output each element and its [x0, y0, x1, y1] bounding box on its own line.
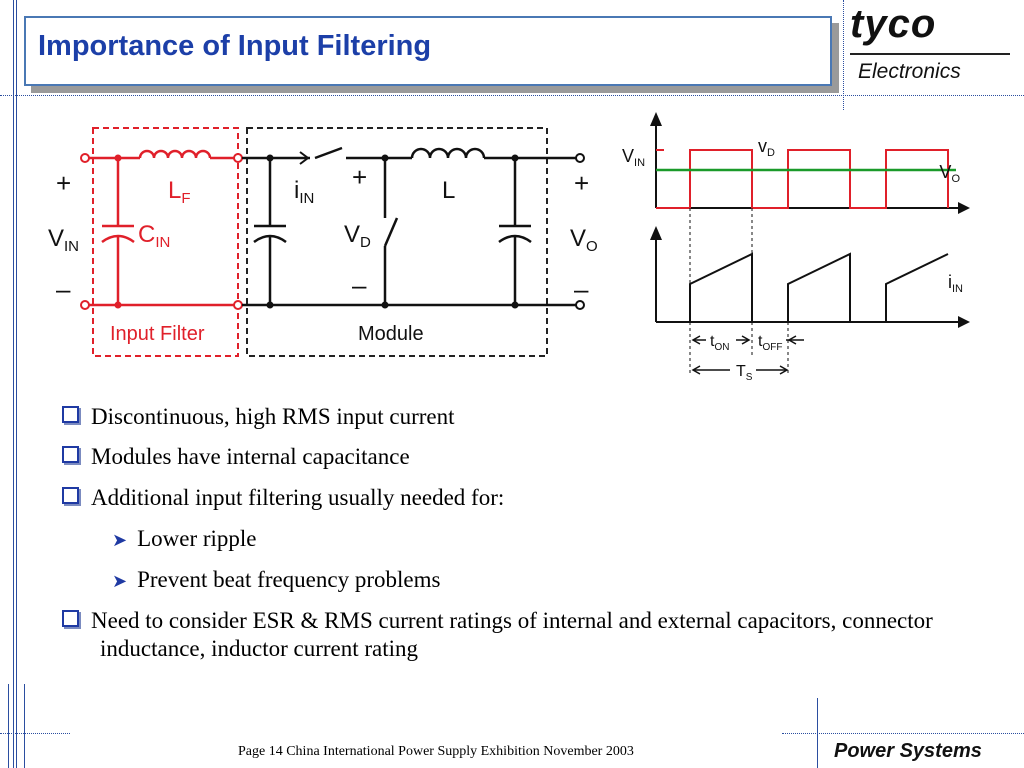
cin-label: CIN [138, 221, 170, 251]
minus-mid: – [352, 270, 367, 300]
tyco-logo: tyco [850, 2, 937, 46]
lf-inductor [138, 149, 212, 159]
power-systems-logo: Power Systems [834, 740, 982, 762]
top-dotted-vline [843, 0, 844, 110]
page-title: Importance of Input Filtering [38, 30, 432, 62]
toff-label: tOFF [758, 333, 782, 353]
ton-label: tON [710, 333, 729, 353]
checkbox-bullet-icon [62, 446, 79, 463]
checkbox-bullet-icon [62, 406, 79, 423]
iin-label: iIN [294, 177, 314, 207]
wf-vd-label: vD [758, 136, 775, 159]
waveform-diagram: VIN vD VO iIN tON tOFF TS [622, 112, 970, 383]
iin-waveform [689, 252, 753, 322]
minus-right: – [574, 274, 589, 304]
checkbox-bullet-icon [62, 487, 79, 504]
bottom-dotted-line-right [782, 733, 1024, 734]
arrow-bullet-icon: ➤ [112, 530, 128, 550]
bullet-item: Need to consider ESR & RMS current ratin… [62, 607, 960, 663]
title-box: Importance of Input Filtering [24, 16, 832, 86]
switch-bottom [383, 217, 399, 247]
l-inductor [410, 147, 486, 159]
logo-divider [850, 53, 1010, 55]
bullet-item: Additional input filtering usually neede… [62, 484, 504, 512]
bottom-dotted-line-left [0, 733, 70, 734]
l-label: L [442, 177, 455, 204]
module-label: Module [358, 323, 424, 345]
bottom-frame-line [8, 684, 9, 768]
wf-iin-label: iIN [948, 272, 963, 295]
plus-left: + [56, 168, 71, 198]
plus-right: + [574, 168, 589, 198]
plus-mid: + [352, 162, 367, 192]
left-frame-line [13, 0, 14, 768]
logo-electronics: Electronics [858, 60, 961, 83]
wf-vo-label: VO [939, 162, 960, 185]
module-box [246, 127, 548, 357]
vd-waveform [656, 149, 949, 209]
vin-label: VIN [48, 225, 79, 255]
wf-vin-label: VIN [622, 146, 645, 169]
bullet-item: Modules have internal capacitance [62, 443, 410, 471]
top-dotted-line [0, 95, 1024, 96]
arrow-bullet-icon: ➤ [112, 571, 128, 591]
input-filter-box [92, 127, 239, 357]
circuit-diagram: + VIN – LF CIN iIN + VD – L + VO – Input… [48, 127, 598, 357]
minus-left: – [56, 274, 71, 304]
vo-label: VO [570, 225, 598, 255]
bottom-right-frame-line [817, 698, 818, 768]
left-frame-line-2 [16, 0, 17, 768]
input-filter-label: Input Filter [110, 323, 205, 345]
switch-top [314, 146, 343, 160]
lf-label: LF [168, 177, 191, 207]
ts-label: TS [736, 363, 753, 383]
bullet-item: Discontinuous, high RMS input current [62, 403, 455, 431]
vd-label: VD [344, 221, 371, 251]
checkbox-bullet-icon [62, 610, 79, 627]
sub-bullet-item: ➤Prevent beat frequency problems [112, 567, 441, 592]
bottom-frame-line-2 [24, 684, 25, 768]
sub-bullet-item: ➤Lower ripple [112, 526, 257, 551]
footer-text: Page 14 China International Power Supply… [238, 744, 634, 759]
